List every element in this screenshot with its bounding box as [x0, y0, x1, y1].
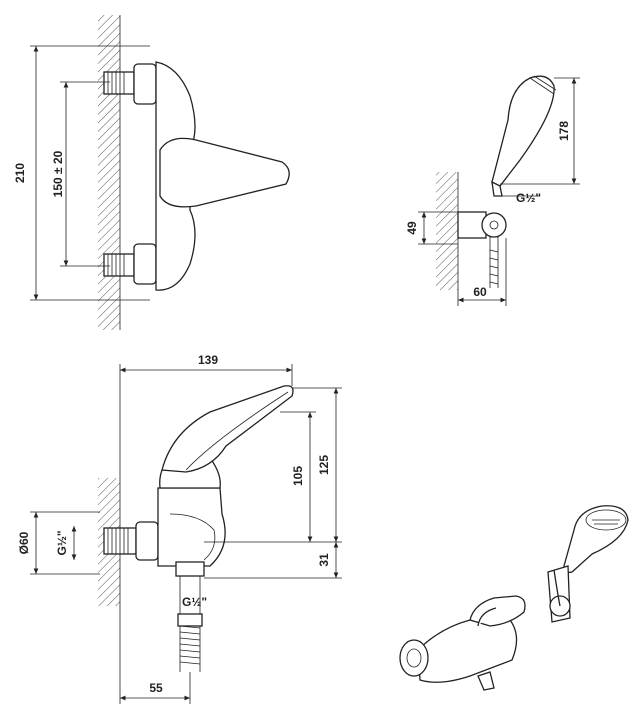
- iso-mixer-body: [417, 619, 518, 683]
- dim-depth: 55: [149, 681, 163, 695]
- isometric-view: [399, 505, 629, 691]
- dim-height-lever: 105: [291, 466, 305, 486]
- dim-holder-projection: 60: [473, 285, 487, 299]
- dim-holder-height: 49: [405, 221, 419, 235]
- hand-shower-view: 178 G½" 49 60: [405, 75, 580, 306]
- dim-thread-bottom: 31: [317, 553, 331, 567]
- side-view: 210 150 ± 20: [13, 15, 290, 330]
- front-mixer-lever: [161, 385, 294, 473]
- thread-outlet: G½": [182, 595, 207, 609]
- dim-diameter: Ø60: [17, 531, 31, 554]
- thread-shower: G½": [516, 191, 541, 205]
- front-view: 139 125 105 31 Ø60 G½" G½" 55: [17, 353, 342, 704]
- dim-height-total: 125: [317, 455, 331, 475]
- dim-height: 210: [13, 163, 27, 183]
- inlet-upper: [103, 63, 157, 105]
- mixer-lever: [159, 137, 290, 208]
- shower-holder: [457, 211, 487, 239]
- dim-centers: 150 ± 20: [51, 150, 65, 197]
- thread-inlet: G½": [55, 530, 69, 555]
- front-mixer-body: [157, 487, 226, 567]
- iso-mixer-lever: [469, 595, 526, 627]
- inlet-lower: [103, 243, 157, 285]
- dim-width: 139: [198, 353, 218, 367]
- dim-shower-length: 178: [557, 121, 571, 141]
- wall-hatch: [98, 15, 120, 330]
- wall-hatch-shower: [436, 172, 458, 290]
- shower-head: [491, 75, 555, 188]
